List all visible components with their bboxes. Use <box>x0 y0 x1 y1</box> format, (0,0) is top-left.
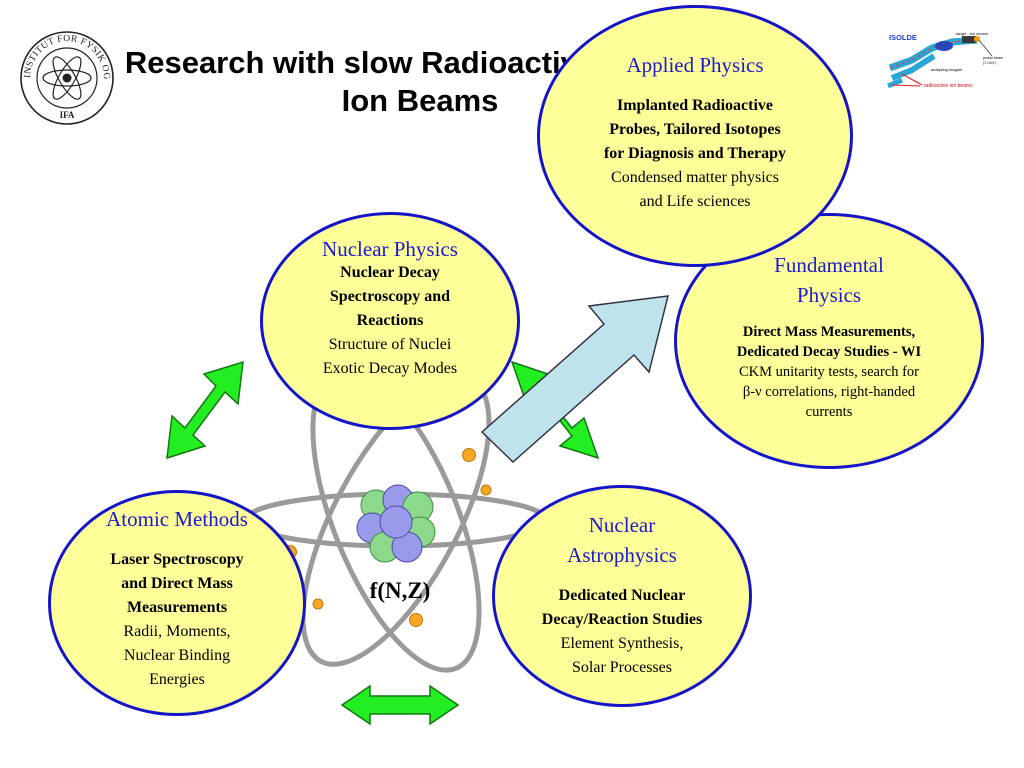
atomic-bold-1: Laser Spectroscopy <box>110 551 244 568</box>
isolde-target-label: target - ion source <box>956 31 989 36</box>
applied-physics-bubble: Applied Physics Implanted Radioactive Pr… <box>537 5 853 267</box>
nuclear-physics-bubble: Nuclear Physics Nuclear Decay Spectrosco… <box>260 212 520 430</box>
atomic-bold-3: Measurements <box>126 599 228 616</box>
fundamental-bold-2: Dedicated Decay Studies - WI <box>736 344 922 360</box>
nucleus-icon <box>356 484 436 563</box>
isolde-label: ISOLDE <box>889 33 917 42</box>
center-label: f(N,Z) <box>369 578 431 603</box>
astro-heading-2: Astrophysics <box>567 543 677 567</box>
atomic-bold-2: and Direct Mass <box>121 575 233 592</box>
atomic-normal-3: Energies <box>149 671 205 688</box>
isolde-proton-label: proton beam (1 GeV) <box>983 56 1004 65</box>
astro-heading-1: Nuclear <box>588 513 656 537</box>
astro-normal-1: Element Synthesis, <box>560 635 684 652</box>
double-arrow-bottom <box>340 684 460 726</box>
ifa-logo-icon: INSTITUT FOR FYSIK OG ASTRONOMI IFA <box>12 26 114 125</box>
fundamental-heading-2: Physics <box>796 283 862 307</box>
fundamental-normal-2: β-ν correlations, right-handed <box>742 384 916 400</box>
logo-abbr: IFA <box>60 110 75 120</box>
nuclear-bold-3: Reactions <box>356 312 424 329</box>
astro-normal-2: Solar Processes <box>572 659 672 676</box>
applied-normal-2: and Life sciences <box>639 193 751 210</box>
nuclear-bold-1: Nuclear Decay <box>340 264 440 281</box>
fundamental-heading-1: Fundamental <box>774 253 884 277</box>
nuclear-heading: Nuclear Physics <box>322 237 458 261</box>
nuclear-normal-2: Exotic Decay Modes <box>322 360 458 377</box>
nuclear-bold-2: Spectroscopy and <box>329 288 451 305</box>
applied-bold-3: for Diagnosis and Therapy <box>603 145 787 162</box>
applied-bold-1: Implanted Radioactive <box>617 97 773 114</box>
atomic-normal-2: Nuclear Binding <box>123 647 231 664</box>
nuclear-normal-1: Structure of Nuclei <box>328 336 452 353</box>
astro-bold-1: Dedicated Nuclear <box>558 587 686 604</box>
applied-normal-1: Condensed matter physics <box>611 169 779 186</box>
atomic-heading: Atomic Methods <box>106 507 248 531</box>
isolde-beams-label: radioactive ion beams <box>924 83 973 89</box>
isolde-schematic: ISOLDE target - ion source proton beam (… <box>882 30 1012 100</box>
fundamental-bold-1: Direct Mass Measurements, <box>742 324 916 340</box>
fundamental-normal-3: currents <box>805 404 853 420</box>
atomic-methods-bubble: Atomic Methods Laser Spectroscopy and Di… <box>48 490 306 716</box>
fundamental-normal-1: CKM unitarity tests, search for <box>738 364 919 380</box>
arrow-to-fundamental <box>480 295 669 464</box>
isolde-beamline-icon <box>887 36 993 89</box>
applied-heading: Applied Physics <box>626 53 764 77</box>
title-line-1: Research with slow Radioactive <box>124 45 596 80</box>
nuclear-astrophysics-bubble: Nuclear Astrophysics Dedicated Nuclear D… <box>492 485 752 707</box>
applied-bold-2: Probes, Tailored Isotopes <box>609 121 781 138</box>
atomic-normal-1: Radii, Moments, <box>123 623 231 640</box>
title-line-2: Ion Beams <box>341 83 499 118</box>
astro-bold-2: Decay/Reaction Studies <box>541 611 703 628</box>
isolde-magnet-label: analysing magnet <box>931 67 963 72</box>
double-arrow-atomic-nuclear <box>166 360 244 460</box>
slide-title: Research with slow Radioactive Ion Beams <box>125 44 700 120</box>
